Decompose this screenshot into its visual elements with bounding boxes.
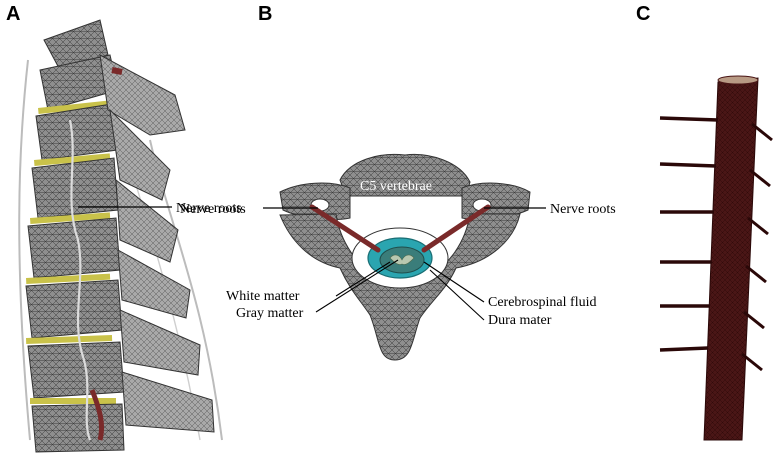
panel-a-spine-model <box>18 19 223 453</box>
vertebra-body <box>27 341 125 399</box>
spinous-process <box>119 309 201 376</box>
nerve-root-trace <box>89 389 105 441</box>
panel-b-vertebra-model <box>279 153 531 361</box>
nerve-root-right <box>741 352 763 372</box>
nerve-root-right <box>743 310 765 330</box>
leader-line-csf <box>423 261 485 303</box>
spinous-process <box>99 54 186 136</box>
nerve-root-right <box>745 264 767 284</box>
spinous-process <box>115 178 179 263</box>
label-csf: Cerebrospinal fluid <box>488 295 596 310</box>
label-gray-matter: Gray matter <box>236 306 304 321</box>
spinal-cord <box>703 77 759 441</box>
nerve-root-right <box>749 168 771 188</box>
nerve-root-left <box>659 116 719 122</box>
nerve-root-left <box>659 346 709 352</box>
intervertebral-disc <box>25 273 111 284</box>
spinous-process <box>109 108 171 201</box>
spinous-process <box>121 371 215 433</box>
gray-matter <box>389 254 415 265</box>
label-white-matter: White matter <box>226 289 300 304</box>
panel-letter-c: C <box>636 3 650 25</box>
ligament-line <box>18 59 31 441</box>
vertebra-body <box>25 279 123 339</box>
leader-line-dura-mater <box>429 269 485 321</box>
vertebral-body <box>339 153 471 197</box>
vertebra-body <box>31 157 119 219</box>
nerve-root-trace <box>111 67 123 75</box>
nerve-root-right <box>421 204 491 253</box>
intervertebral-disc <box>26 334 113 344</box>
panel-c-cord-model <box>659 75 773 441</box>
panel-letter-a: A <box>6 3 20 25</box>
label-nerve-roots-b-right: Nerve roots <box>550 202 616 217</box>
intervertebral-disc <box>30 398 116 404</box>
nerve-root-right <box>751 122 773 142</box>
label-nerve-roots-b-left: Nerve roots <box>180 202 246 217</box>
intervertebral-disc <box>38 100 109 114</box>
leader-line-white-matter <box>335 261 391 297</box>
spinous-process <box>117 249 191 319</box>
panel-letter-b: B <box>258 3 272 25</box>
label-vertebra-name: C5 vertebrae <box>360 179 432 194</box>
vertebra-body <box>31 403 125 453</box>
nerve-root-left <box>309 204 381 253</box>
spinal-cord-top <box>717 75 759 85</box>
nerve-root-right <box>747 216 769 236</box>
intervertebral-disc <box>30 212 111 224</box>
leader-line-gray-matter <box>315 259 399 313</box>
label-dura-mater: Dura mater <box>488 313 552 328</box>
nerve-root-left <box>659 162 717 168</box>
label-nerve-roots-a: Nerve roots <box>176 201 242 216</box>
nerve-root-trace <box>68 119 92 441</box>
